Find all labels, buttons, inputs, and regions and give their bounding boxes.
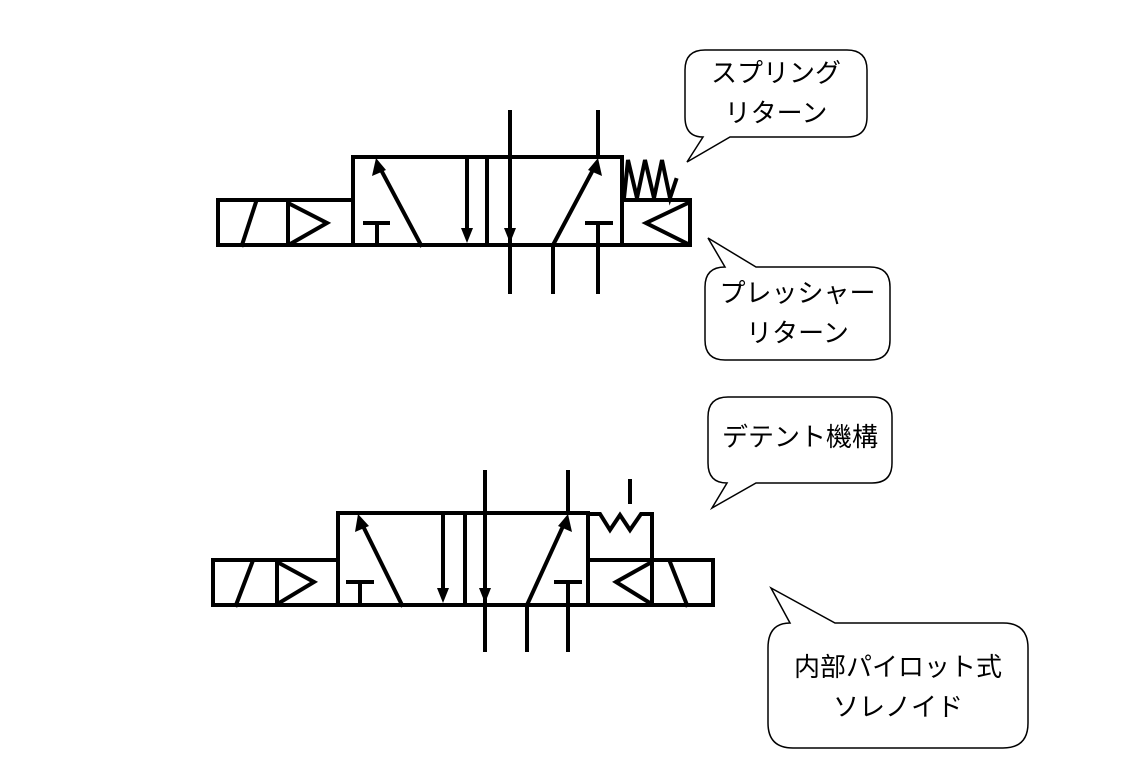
solenoid-actuator bbox=[216, 198, 355, 248]
callout-line: プレッシャー bbox=[719, 279, 876, 309]
spring-return bbox=[621, 159, 679, 206]
pressure-return bbox=[586, 558, 654, 607]
right-position bbox=[504, 110, 613, 294]
callout-internal-pilot: 内部パイロット式 ソレノイド bbox=[768, 648, 1028, 728]
callout-line: リターン bbox=[746, 319, 849, 349]
callout-line: リターン bbox=[724, 99, 828, 129]
left-position bbox=[346, 511, 449, 608]
callout-pressure-return: プレッシャー リターン bbox=[705, 274, 890, 354]
right-position bbox=[479, 470, 582, 652]
callout-line: スプリング bbox=[710, 59, 841, 89]
callout-bubble-spring-return bbox=[684, 49, 868, 163]
detent-mechanism bbox=[586, 479, 654, 562]
callout-spring-return: スプリング リターン bbox=[685, 54, 867, 134]
callout-line: デテント機構 bbox=[721, 423, 878, 453]
pressure-return bbox=[620, 198, 692, 247]
solenoid-actuator bbox=[211, 558, 340, 608]
callout-bubble-internal-pilot bbox=[767, 586, 1029, 749]
left-position bbox=[363, 155, 473, 248]
callout-bubble-pressure-return bbox=[704, 237, 891, 361]
callout-line: 内部パイロット式 bbox=[793, 653, 1002, 683]
callout-detent: デテント機構 bbox=[708, 418, 892, 458]
callout-line: ソレノイド bbox=[832, 693, 963, 723]
bottom-valve-symbol bbox=[211, 470, 715, 652]
callout-bubble-detent bbox=[707, 396, 893, 511]
top-valve-symbol bbox=[216, 110, 692, 294]
internal-pilot bbox=[650, 558, 715, 608]
